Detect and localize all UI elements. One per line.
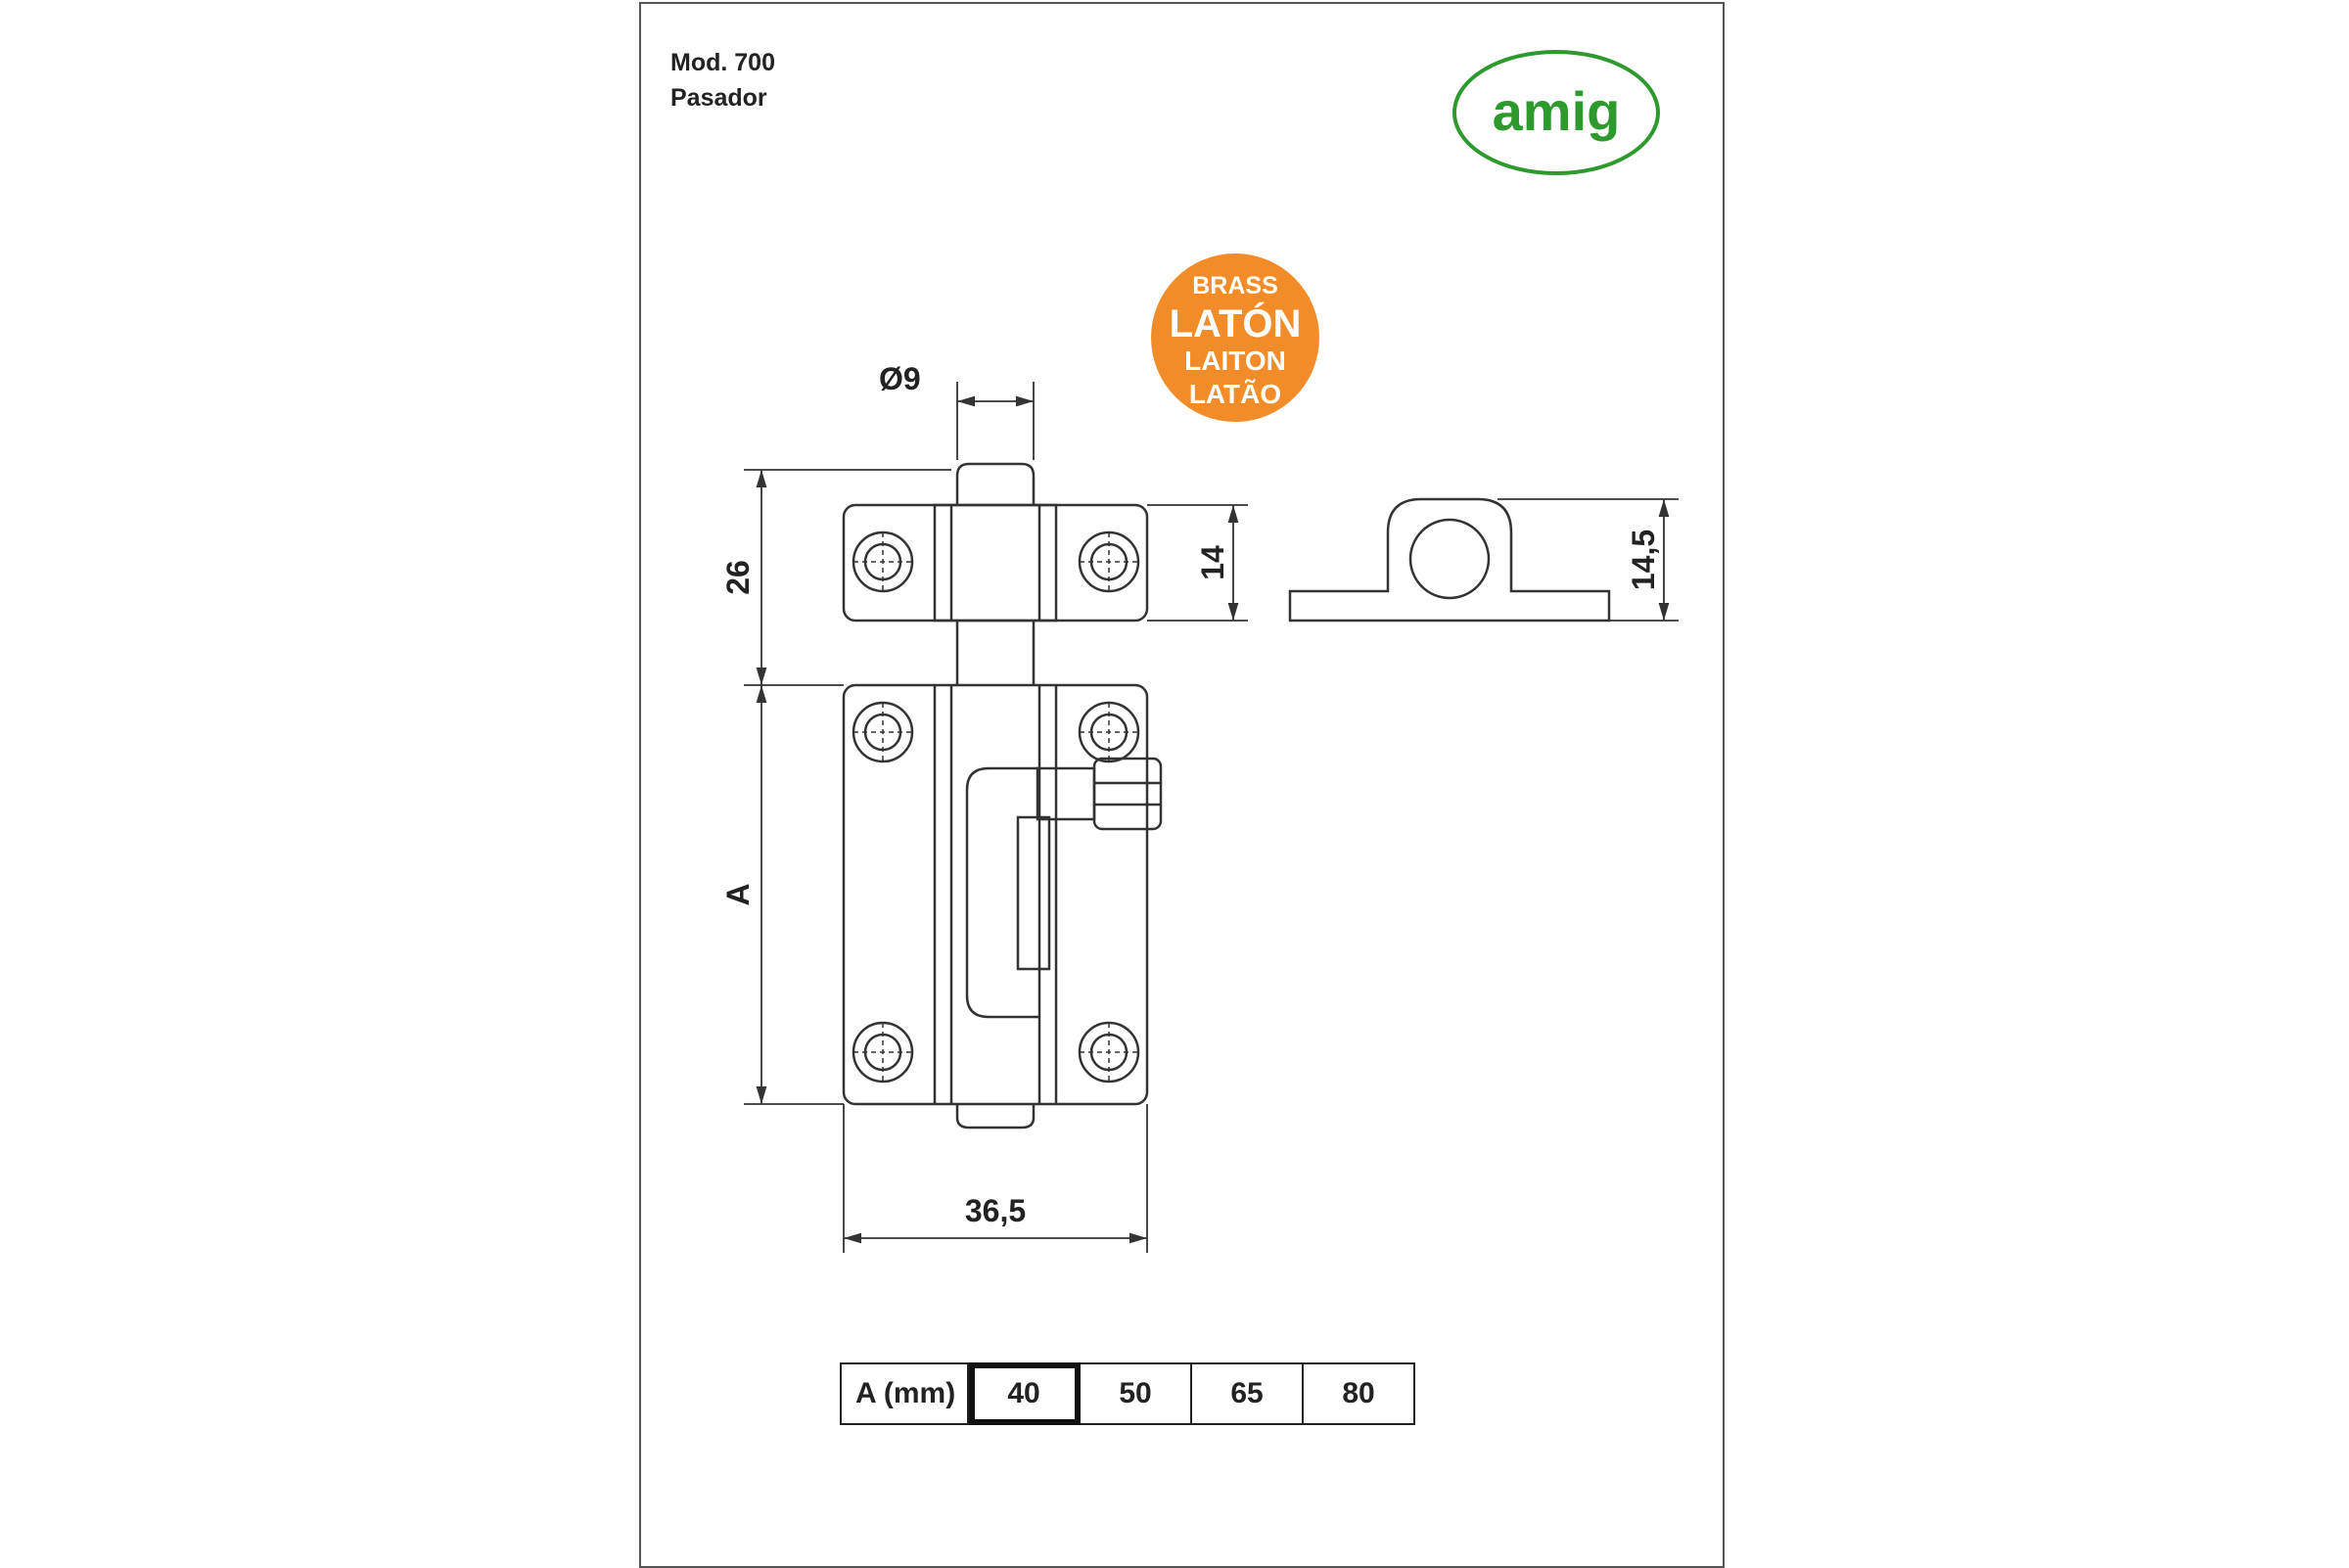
size-option[interactable]: 65 [1192,1362,1304,1425]
badge-line-laiton: LAITON [1184,346,1286,376]
logo-text: amig [1493,80,1621,142]
dim-14-5-label: 14,5 [1626,530,1661,590]
bolt-pin [955,462,1036,1130]
material-badge: BRASS LATÓN LAITON LATÃO [1151,254,1319,422]
model-label: Mod. 700 [670,49,775,76]
drawing-sheet [639,2,1725,1568]
badge-line-brass: BRASS [1192,272,1278,300]
badge-line-latao: LATÃO [1189,379,1281,409]
dim-36-5-label: 36,5 [965,1193,1026,1228]
dim-diameter-label: Ø9 [879,361,921,396]
dim-26-label: 26 [720,560,756,595]
product-label: Pasador [670,84,767,112]
keeper-plate [842,503,1149,623]
size-option[interactable]: 80 [1304,1362,1415,1425]
badge-line-laton: LATÓN [1170,300,1302,346]
size-option[interactable]: 50 [1081,1362,1192,1425]
amig-logo: amig [1452,50,1660,175]
keeper-side-view [1288,497,1611,623]
size-option-selected[interactable]: 40 [969,1362,1081,1425]
dim-14-label: 14 [1195,545,1230,580]
size-table: A (mm) 40 50 65 80 [840,1362,1415,1425]
dim-A-label: A [720,883,756,905]
title-block: Mod. 700 Pasador [670,45,775,115]
size-table-header: A (mm) [840,1362,969,1425]
base-plate [842,683,1163,1106]
